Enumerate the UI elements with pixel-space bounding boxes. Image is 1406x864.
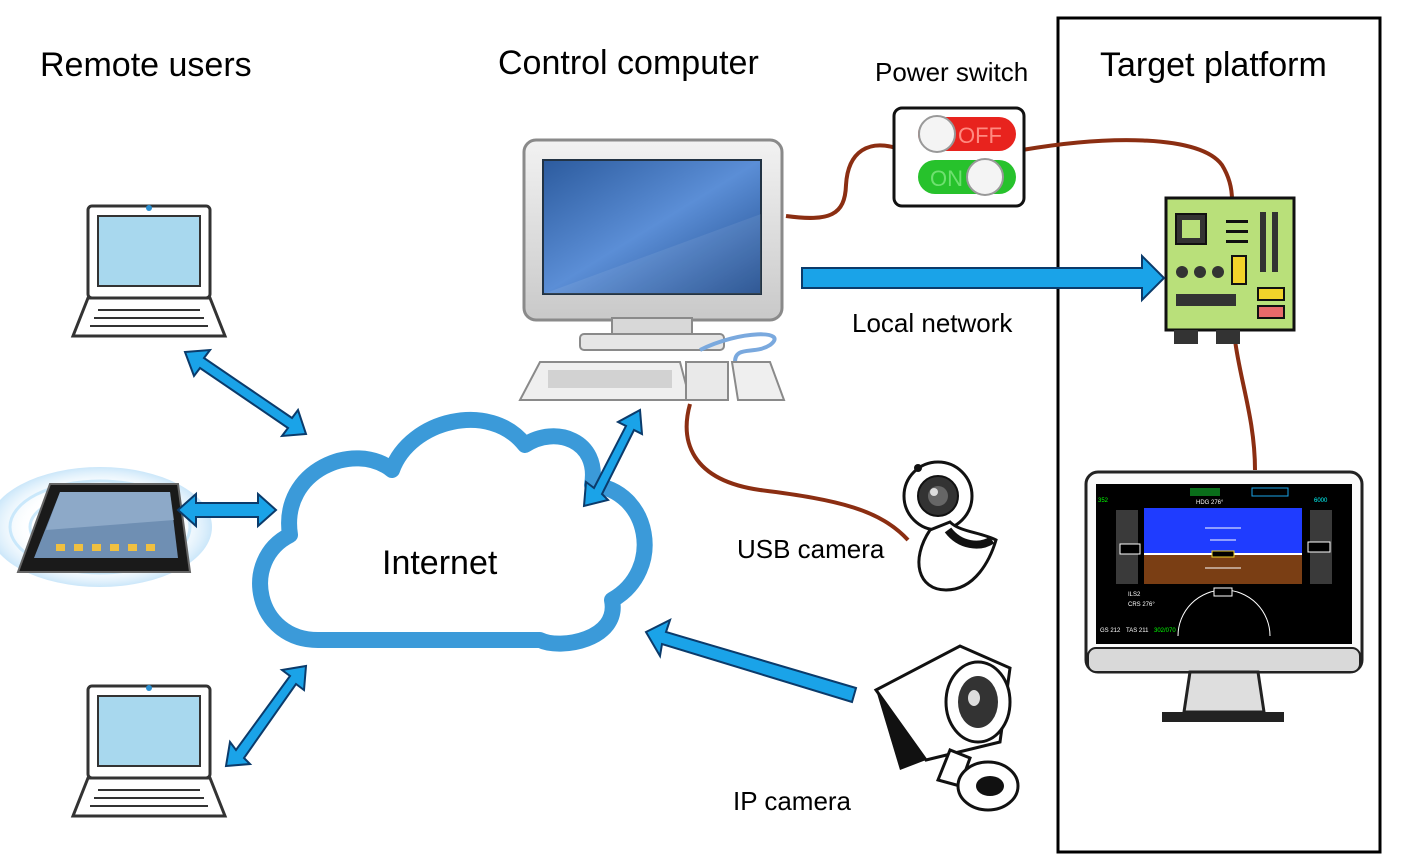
keyboard-numpad [685, 361, 729, 401]
target-monitor: HDG 276° 352 6000 ILS2 CRS 276° GS 212 T… [1084, 470, 1364, 722]
pfd-crs: CRS 276° [1128, 602, 1155, 608]
keyboard-cable [699, 332, 777, 363]
target-platform-frame [1056, 16, 1382, 854]
pfd-wind: 302/070 [1154, 628, 1176, 634]
target-platform-label: Target platform [1100, 46, 1327, 84]
cable-board-to-monitor [1233, 339, 1257, 471]
internet-label: Internet [382, 544, 498, 582]
cable-computer-to-switch [785, 143, 897, 220]
tablet [0, 467, 212, 587]
pfd-alt: 6000 [1314, 498, 1328, 504]
pfd-speed: 352 [1098, 498, 1109, 504]
pfd-ils: ILS2 [1128, 592, 1141, 598]
usb-camera [902, 460, 998, 592]
switch-off-knob [918, 115, 956, 153]
keyboard-keys [548, 370, 672, 388]
ip-camera-label: IP camera [733, 786, 852, 816]
arrow-computer-internet [582, 408, 644, 508]
arrow-laptop-bottom-internet [224, 664, 308, 768]
control-computer-label: Control computer [498, 44, 759, 82]
arrows [176, 253, 1166, 768]
switch-on-knob [966, 158, 1004, 196]
power-switch-label: Power switch [875, 57, 1029, 87]
usb-camera-label: USB camera [737, 534, 885, 564]
laptop-bottom [70, 684, 228, 818]
arrow-ipcamera-internet [644, 618, 858, 704]
arrow-local-network [801, 253, 1166, 303]
arrow-tablet-internet [176, 491, 278, 529]
switch-on-label: ON [930, 166, 963, 191]
ip-camera [873, 644, 1020, 812]
pfd-tas: TAS 211 [1126, 628, 1149, 634]
switch-off-label: OFF [958, 123, 1002, 148]
cable-switch-to-board [1021, 138, 1234, 201]
computer-screen [542, 159, 762, 295]
pfd-gs: GS 212 [1100, 628, 1121, 634]
pfd-hdg: HDG 276° [1196, 500, 1224, 506]
remote-users-label: Remote users [40, 46, 252, 84]
cable-computer-to-usb-camera [684, 403, 910, 542]
arrow-laptop-top-internet [183, 348, 308, 438]
computer-mouse [730, 361, 786, 401]
local-network-label: Local network [852, 308, 1013, 338]
computer-screen-glare [543, 214, 761, 294]
power-switch[interactable]: OFF ON [892, 106, 1026, 208]
laptop-top [70, 204, 228, 338]
internet-cloud [252, 412, 653, 652]
cables [684, 138, 1257, 542]
control-computer [518, 138, 786, 401]
circuit-board [1164, 196, 1296, 344]
